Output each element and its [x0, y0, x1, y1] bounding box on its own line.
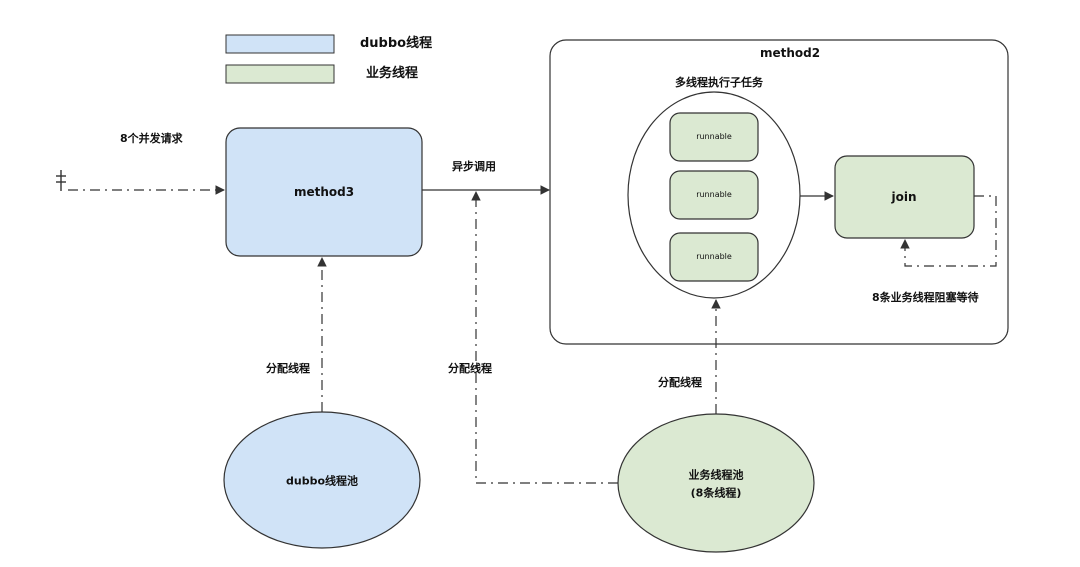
- assign-thread-label-right: 分配线程: [658, 376, 702, 389]
- assign-thread-label-mid: 分配线程: [448, 362, 492, 375]
- async-call-label: 异步调用: [452, 160, 496, 173]
- dubbo-pool-label: dubbo线程池: [285, 474, 359, 488]
- legend-dubbo-label: dubbo线程: [360, 36, 433, 51]
- method3-label: method3: [293, 184, 355, 199]
- legend-biz-swatch: [225, 64, 335, 84]
- request-start-marker: [56, 170, 66, 191]
- runnable-label-2: runnable: [696, 190, 732, 200]
- biz-assign-to-async-arrow: [471, 191, 618, 484]
- biz-pool-ellipse: [617, 413, 815, 553]
- concurrent-requests-label: 8个并发请求: [120, 132, 183, 145]
- join-box: [834, 155, 975, 239]
- runnable-label-3: runnable: [696, 252, 732, 262]
- multi-thread-subtasks-label: 多线程执行子任务: [675, 76, 763, 89]
- assign-thread-label-left: 分配线程: [266, 362, 310, 375]
- wait-blocked-label: 8条业务线程阻塞等待: [872, 291, 979, 304]
- biz-pool-label-line2: (8条线程): [690, 486, 742, 500]
- runnable-box-2: [669, 170, 759, 220]
- join-label: join: [891, 189, 917, 204]
- runnable-label-1: runnable: [696, 132, 732, 142]
- method2-title: method2: [759, 45, 821, 60]
- runnable-box-1: [669, 112, 759, 162]
- legend-dubbo-swatch: [225, 34, 335, 54]
- method3-box: [225, 127, 423, 257]
- biz-pool-label-line1: 业务线程池: [688, 468, 744, 482]
- runnable-box-3: [669, 232, 759, 282]
- legend-biz-label: 业务线程: [366, 66, 419, 81]
- join-wait-loop-arrow: [900, 195, 997, 267]
